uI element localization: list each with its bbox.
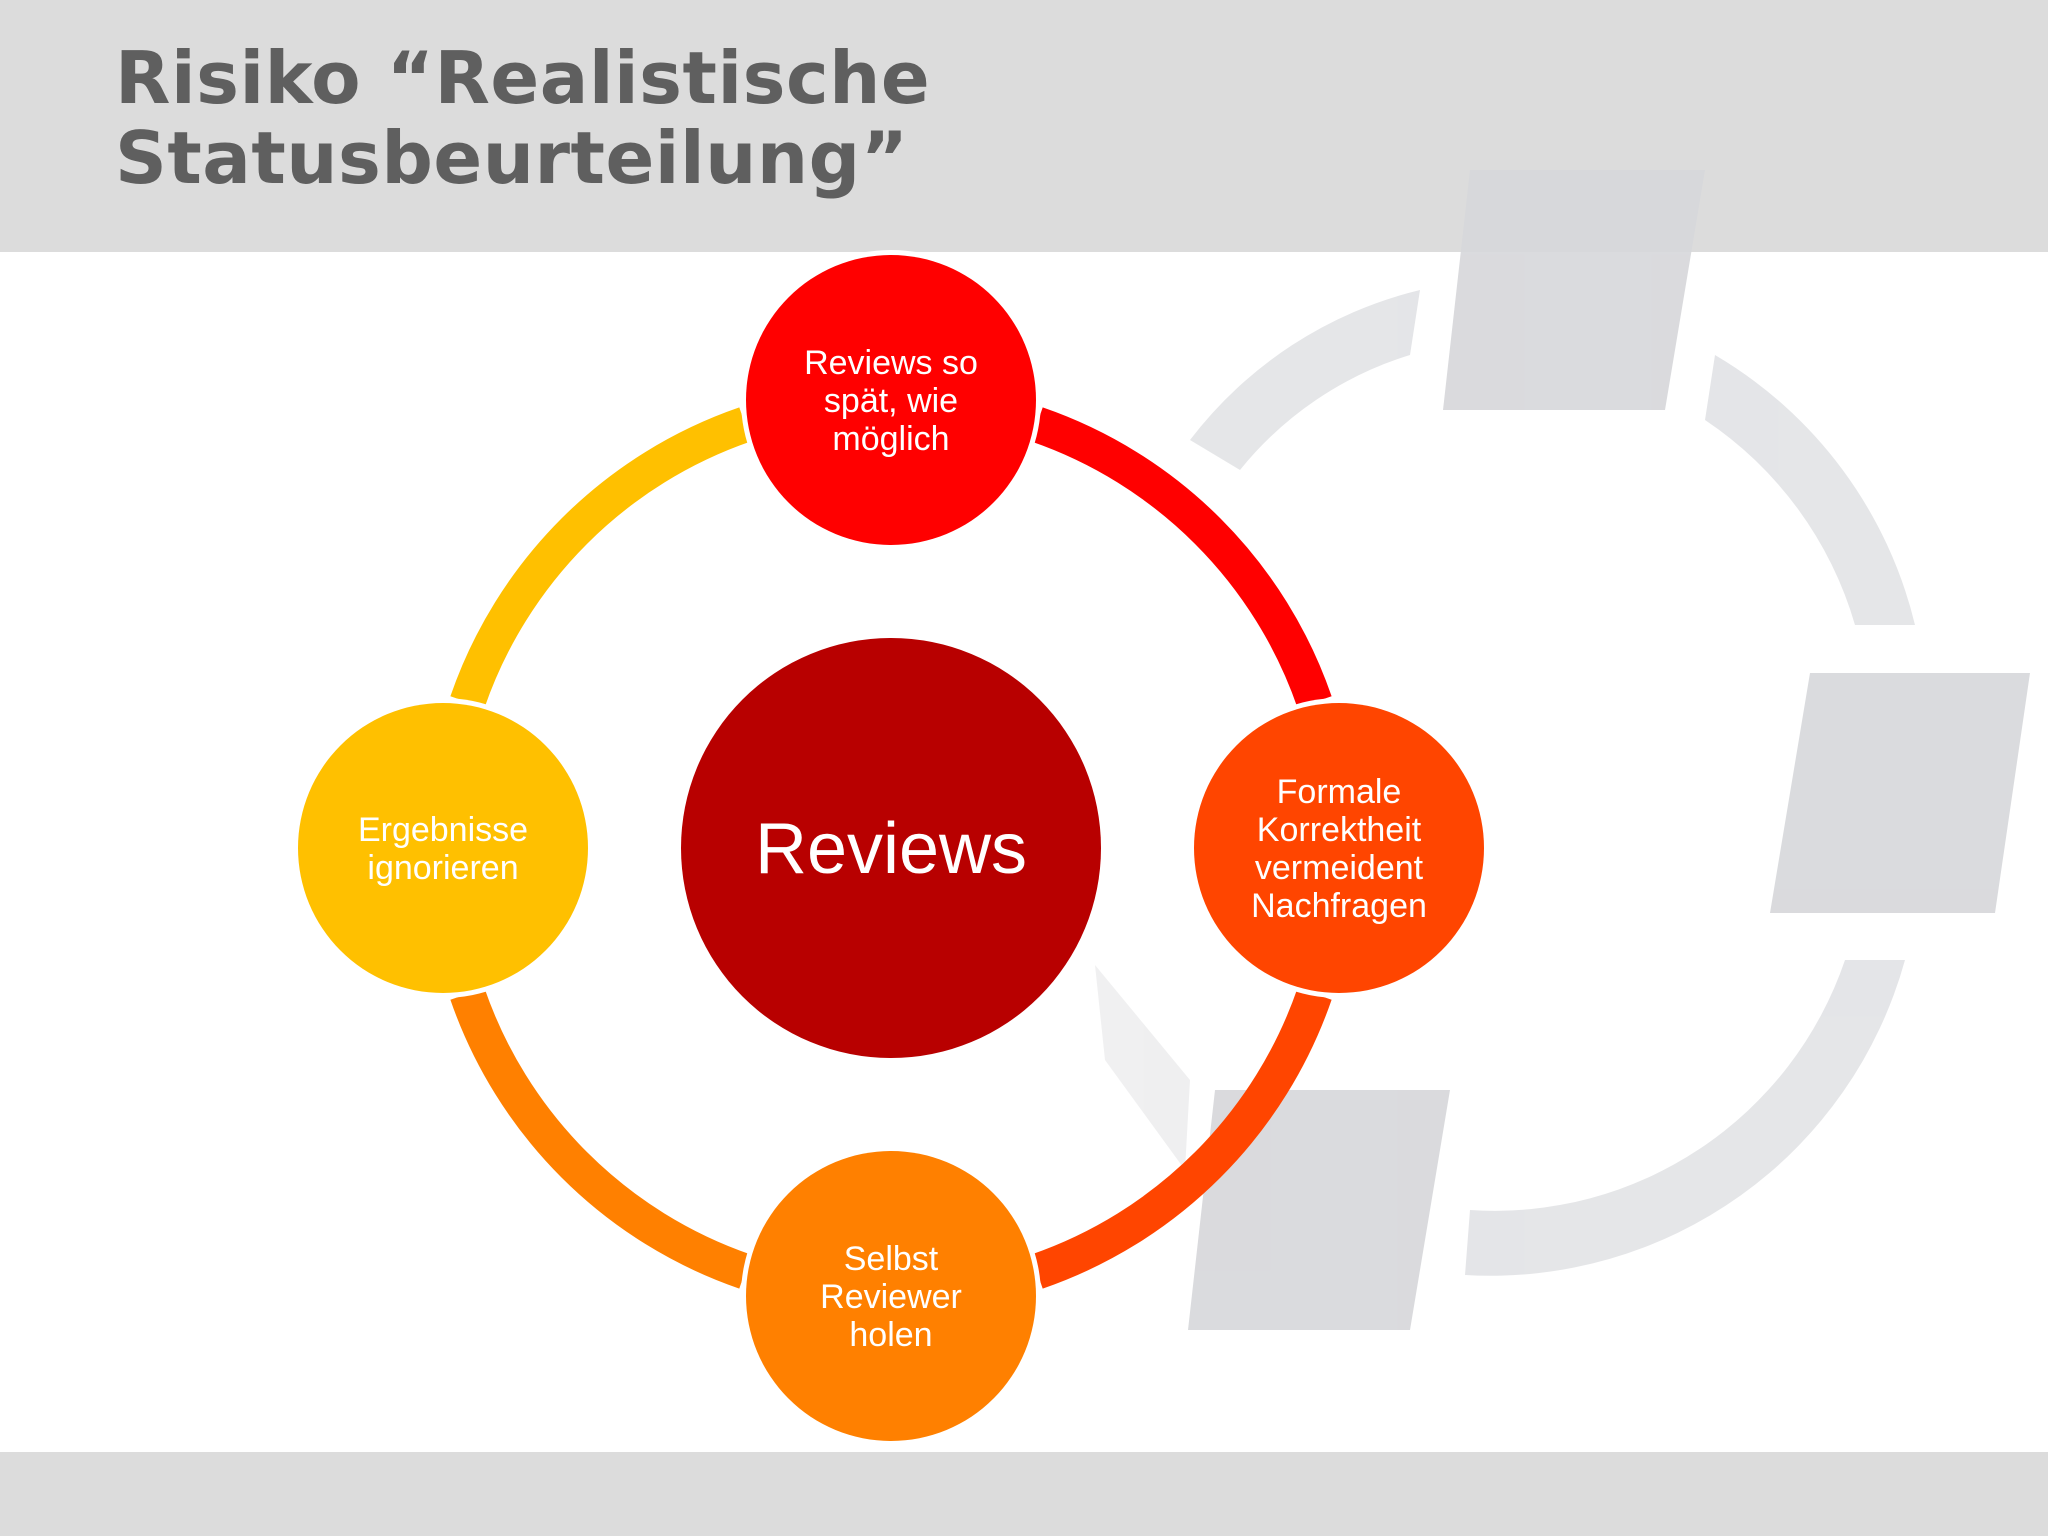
node-top-circle	[746, 255, 1036, 545]
node-bottom-circle	[746, 1151, 1036, 1441]
watermark-arc-right-upper	[1705, 355, 1915, 625]
node-bottom-label-line: Reviewer	[820, 1278, 962, 1316]
watermark-parallelogram-top	[1443, 170, 1705, 410]
node-top-label-line: möglich	[832, 420, 949, 458]
node-right-label-line: vermeident	[1255, 849, 1424, 887]
arc-right-to-bottom	[1030, 987, 1332, 1289]
title-line-1: Risiko “Realistische	[115, 36, 931, 120]
arc-left-to-top	[450, 407, 752, 709]
background-watermark	[1095, 170, 2030, 1330]
node-left-label-line: Ergebnisse	[358, 811, 528, 849]
watermark-arc-right-lower	[1465, 960, 1905, 1276]
slide-title: Risiko “Realistische Statusbeurteilung”	[115, 38, 1215, 198]
center-label: Reviews	[755, 809, 1027, 889]
cycle-arcs	[450, 407, 1332, 1289]
node-bottom-label-line: holen	[849, 1316, 932, 1354]
arc-top-to-right	[1030, 407, 1332, 709]
node-right-label-line: Formale	[1277, 773, 1402, 811]
header-band	[0, 0, 2048, 252]
center-node: Reviews	[681, 638, 1101, 1058]
title-line-2: Statusbeurteilung”	[115, 116, 909, 200]
node-left-circle	[298, 703, 588, 993]
node-top-label-line: spät, wie	[824, 382, 958, 420]
watermark-parallelogram-bottom	[1188, 1090, 1450, 1330]
footer-band	[0, 1452, 2048, 1536]
node-bottom-label-line: Selbst	[844, 1240, 939, 1278]
node-top-label-line: Reviews so	[804, 344, 978, 382]
watermark-arc-lower-left	[1095, 965, 1190, 1170]
node-right-circle	[1194, 703, 1484, 993]
watermark-arc-top	[1190, 290, 1420, 470]
node-left-label-line: ignorieren	[367, 849, 518, 887]
center-circle	[681, 638, 1101, 1058]
watermark-parallelogram-right	[1770, 673, 2030, 913]
arc-bottom-to-left	[450, 987, 752, 1289]
node-right-label-line: Nachfragen	[1251, 887, 1427, 925]
node-right-label-line: Korrektheit	[1257, 811, 1422, 849]
